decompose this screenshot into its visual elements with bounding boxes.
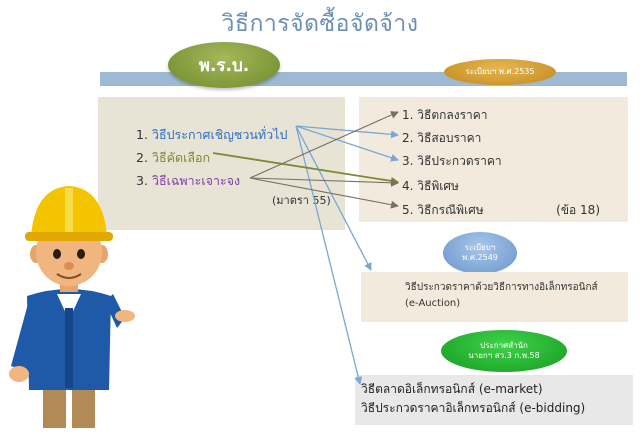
regulation-method-item: 3. วิธีประกวดราคา — [402, 154, 502, 168]
act-method-number: 1. — [136, 127, 148, 142]
clause-note: (ข้อ 18) — [556, 203, 600, 217]
act-method-item: 3.วิธีเฉพาะเจาะจง — [136, 171, 240, 191]
arrow-2-to-4 — [212, 152, 399, 185]
pm-notice-badge: ประกาศสำนัก นายกฯ สว.3 ก.พ.58 — [441, 330, 567, 372]
act-method-label: วิธีประกาศเชิญชวนทั่วไป — [151, 127, 288, 142]
e-auction-line2: (e-Auction) — [405, 297, 461, 309]
act-methods-panel: 1.วิธีประกาศเชิญชวนทั่วไป 2.วิธีคัดเลือก… — [98, 97, 345, 230]
act-method-item: 1.วิธีประกาศเชิญชวนทั่วไป — [136, 125, 287, 145]
section-note: (มาตรา 55) — [272, 194, 331, 207]
engineer-figure — [9, 186, 135, 428]
regulation-methods-panel: 1. วิธีตกลงราคา 2. วิธีสอบราคา 3. วิธีปร… — [359, 97, 628, 222]
act-method-item: 2.วิธีคัดเลือก — [136, 148, 210, 168]
e-market-line: วิธีตลาดอิเล็กทรอนิกส์ (e-market) — [361, 382, 543, 396]
regulation-method-item: 5. วิธีกรณีพิเศษ — [402, 203, 484, 217]
regulation-method-item: 4. วิธีพิเศษ — [402, 179, 459, 193]
arrow-3-to-4 — [249, 177, 399, 187]
e-auction-box: วิธีประกวดราคาด้วยวิธีการทางอิเล็กทรอนิก… — [361, 272, 628, 322]
act-badge: พ.ร.บ. — [168, 42, 280, 88]
regulation-2549-line2: พ.ศ.2549 — [462, 253, 498, 262]
pm-notice-line2: นายกฯ สว.3 ก.พ.58 — [468, 351, 540, 360]
regulation-method-item: 1. วิธีตกลงราคา — [402, 108, 488, 122]
e-bidding-line: วิธีประกวดราคาอิเล็กทรอนิกส์ (e-bidding) — [361, 401, 586, 416]
e-auction-line1: วิธีประกวดราคาด้วยวิธีการทางอิเล็กทรอนิก… — [405, 282, 598, 293]
arrow-1-to-e-market — [295, 125, 363, 385]
arrow-1-to-3 — [295, 125, 399, 162]
regulation-2549-badge: ระเบียบฯ พ.ศ.2549 — [443, 232, 517, 274]
arrow-3-to-5 — [249, 177, 399, 209]
act-method-number: 3. — [136, 173, 148, 188]
regulation-2535-badge: ระเบียบฯ พ.ศ.2535 — [444, 59, 556, 85]
pm-notice-line1: ประกาศสำนัก — [480, 341, 528, 350]
arrow-1-to-2 — [295, 125, 399, 139]
arrow-1-to-e-auction — [295, 125, 372, 271]
regulation-method-item: 2. วิธีสอบราคา — [402, 131, 482, 145]
arrow-3-to-1 — [249, 111, 399, 179]
regulation-2535-label: ระเบียบฯ พ.ศ.2535 — [465, 67, 535, 76]
act-method-number: 2. — [136, 150, 148, 165]
regulation-2549-line1: ระเบียบฯ — [464, 243, 496, 252]
page-title: วิธีการจัดซื้อจัดจ้าง — [221, 11, 419, 37]
act-method-label: วิธีเฉพาะเจาะจง — [151, 173, 241, 188]
act-method-label: วิธีคัดเลือก — [151, 150, 211, 165]
e-market-box: วิธีตลาดอิเล็กทรอนิกส์ (e-market) วิธีปร… — [355, 375, 633, 425]
